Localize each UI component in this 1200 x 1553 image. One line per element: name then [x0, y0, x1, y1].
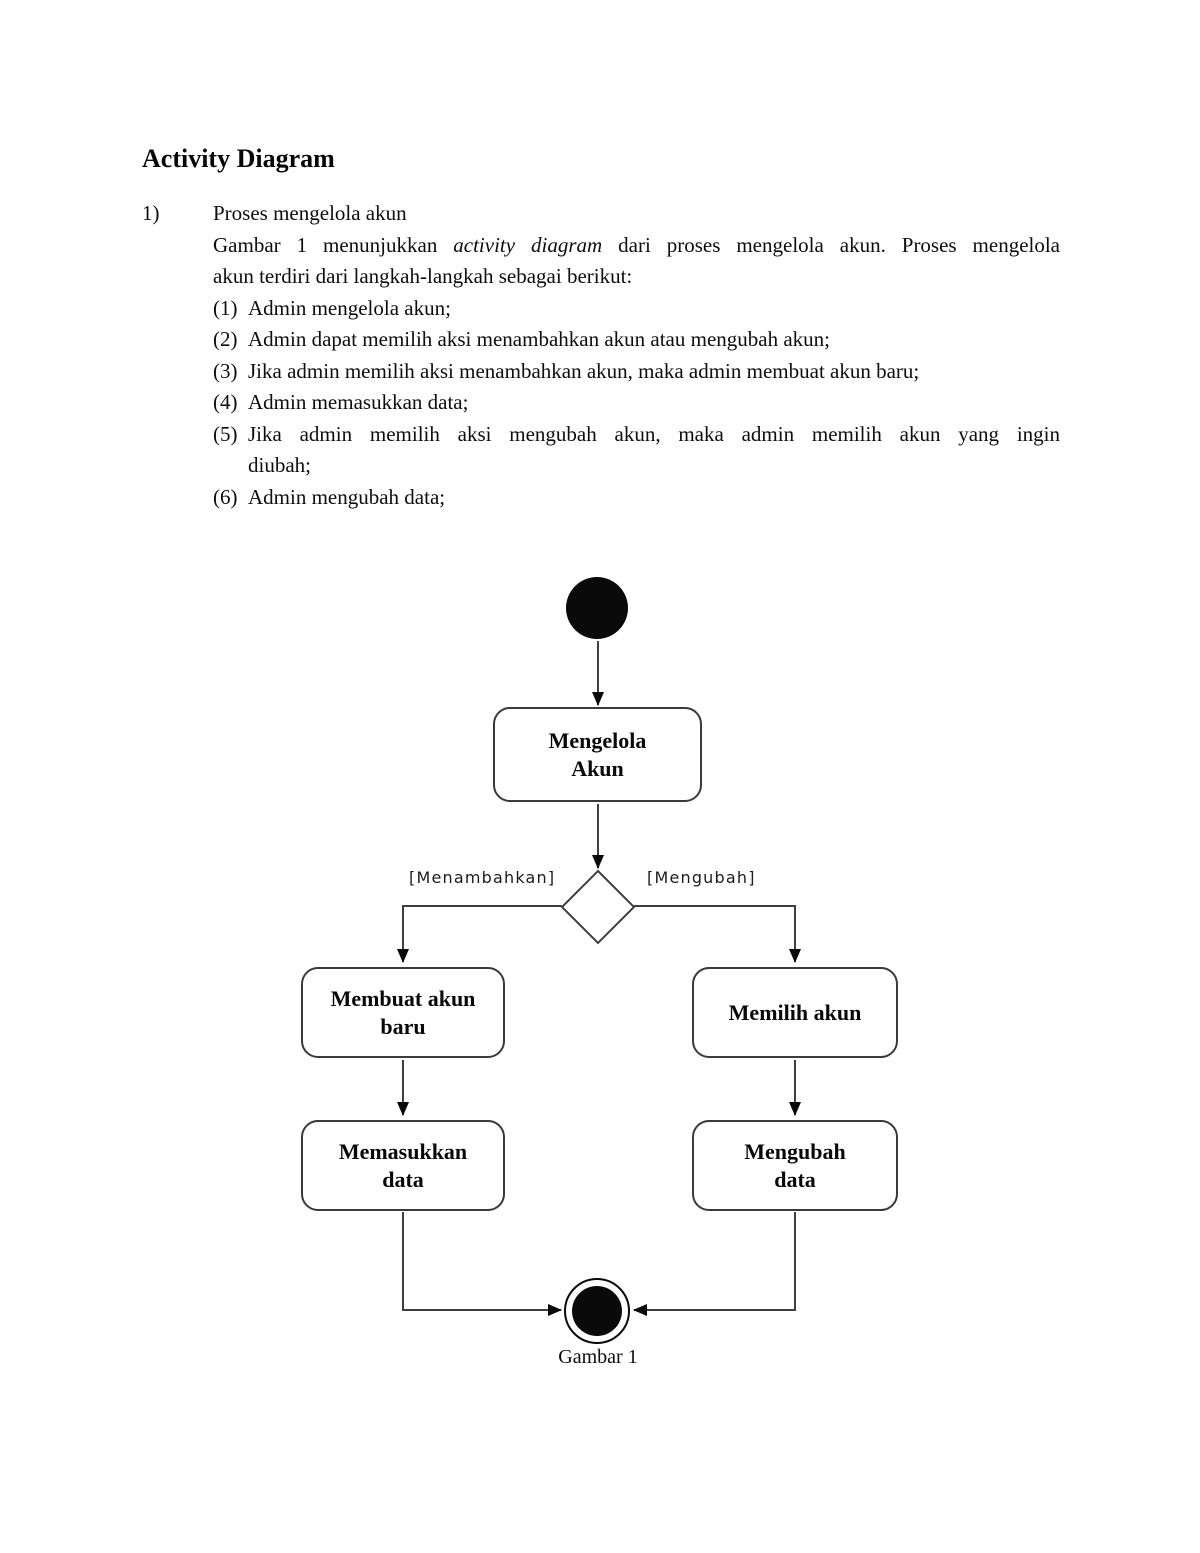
activity-node-label: Mengubah data [744, 1138, 846, 1192]
document-body: Activity Diagram 1) Proses mengelola aku… [142, 143, 1060, 513]
guard-label-menambahkan: [Menambahkan] [409, 868, 556, 887]
connector-mengubah-to-end [633, 1212, 796, 1316]
step-item: (2) Admin dapat memilih aksi menambahkan … [213, 324, 1060, 356]
list-item-title: Proses mengelola akun [213, 201, 407, 225]
activity-node-membuat-akun-baru: Membuat akun baru [301, 967, 505, 1058]
step-number: (3) [213, 358, 238, 383]
step-item: (5) Jika admin memilih aksi mengubah akun… [213, 419, 1060, 482]
steps-list: (1) Admin mengelola akun; (2) Admin dapat … [213, 293, 1060, 514]
activity-node-label: Memasukkan data [338, 1138, 468, 1192]
connector-memasukkan-to-end [402, 1212, 562, 1316]
activity-node-memilih-akun: Memilih akun [692, 967, 898, 1058]
figure-caption: Gambar 1 [558, 1346, 638, 1368]
step-number: (2) [213, 327, 238, 351]
step-text: Admin memasukkan data; [248, 390, 469, 414]
list-item-body: Proses mengelola akun Gambar 1 menunjukk… [213, 198, 1060, 513]
list-item-number: 1) [142, 201, 160, 225]
connector-decision-to-membuat [397, 905, 562, 963]
step-number: (4) [213, 390, 238, 414]
step-number: (1) [213, 295, 238, 320]
intro-paragraph-line2: akun terdiri dari langkah-langkah sebaga… [213, 264, 633, 288]
step-text: Admin mengubah data; [248, 484, 446, 509]
step-text: Admin mengelola akun; [248, 295, 451, 320]
step-text: Jika admin memilih aksi menambahkan akun… [248, 358, 920, 383]
decision-node [560, 869, 636, 945]
step-number: (6) [213, 484, 238, 509]
intro-paragraph-line1: Gambar 1 menunjukkan activity diagram da… [213, 230, 1060, 262]
activity-node-label: Mengelola Akun [548, 727, 647, 781]
activity-node-memasukkan-data: Memasukkan data [301, 1120, 505, 1211]
step-number: (5) [213, 421, 238, 446]
connector-decision-to-memilih [634, 905, 801, 963]
step-line-justified: (5) Jika admin memilih aksi mengubah akun… [213, 419, 1060, 451]
intro-text-italic: activity diagram [453, 232, 603, 257]
intro-text-post: dari proses mengelola akun. Proses menge… [618, 232, 1061, 257]
start-node [566, 577, 628, 639]
page-title: Activity Diagram [142, 144, 335, 173]
guard-label-mengubah: [Mengubah] [647, 868, 756, 887]
numbered-list-item: 1) Proses mengelola akun Gambar 1 menunj… [142, 198, 1060, 513]
end-node [564, 1278, 630, 1344]
step-item: (3) Jika admin memilih aksi menambahkan a… [213, 356, 1060, 388]
activity-node-mengelola-akun: Mengelola Akun [493, 707, 702, 802]
end-node-inner-dot [572, 1286, 622, 1336]
step-item: (1) Admin mengelola akun; [213, 293, 1060, 325]
activity-node-label: Membuat akun baru [330, 985, 476, 1039]
intro-text-pre: Gambar 1 menunjukkan [213, 232, 438, 257]
step-text: Admin dapat memilih aksi menambahkan aku… [248, 327, 831, 351]
step-continuation: diubah; [248, 453, 311, 477]
activity-node-label: Memilih akun [728, 999, 862, 1025]
step-item: (6) Admin mengubah data; [213, 482, 1060, 514]
step-text: Jika admin memilih aksi mengubah akun, m… [248, 421, 1060, 446]
step-item: (4) Admin memasukkan data; [213, 387, 1060, 419]
activity-node-mengubah-data: Mengubah data [692, 1120, 898, 1211]
